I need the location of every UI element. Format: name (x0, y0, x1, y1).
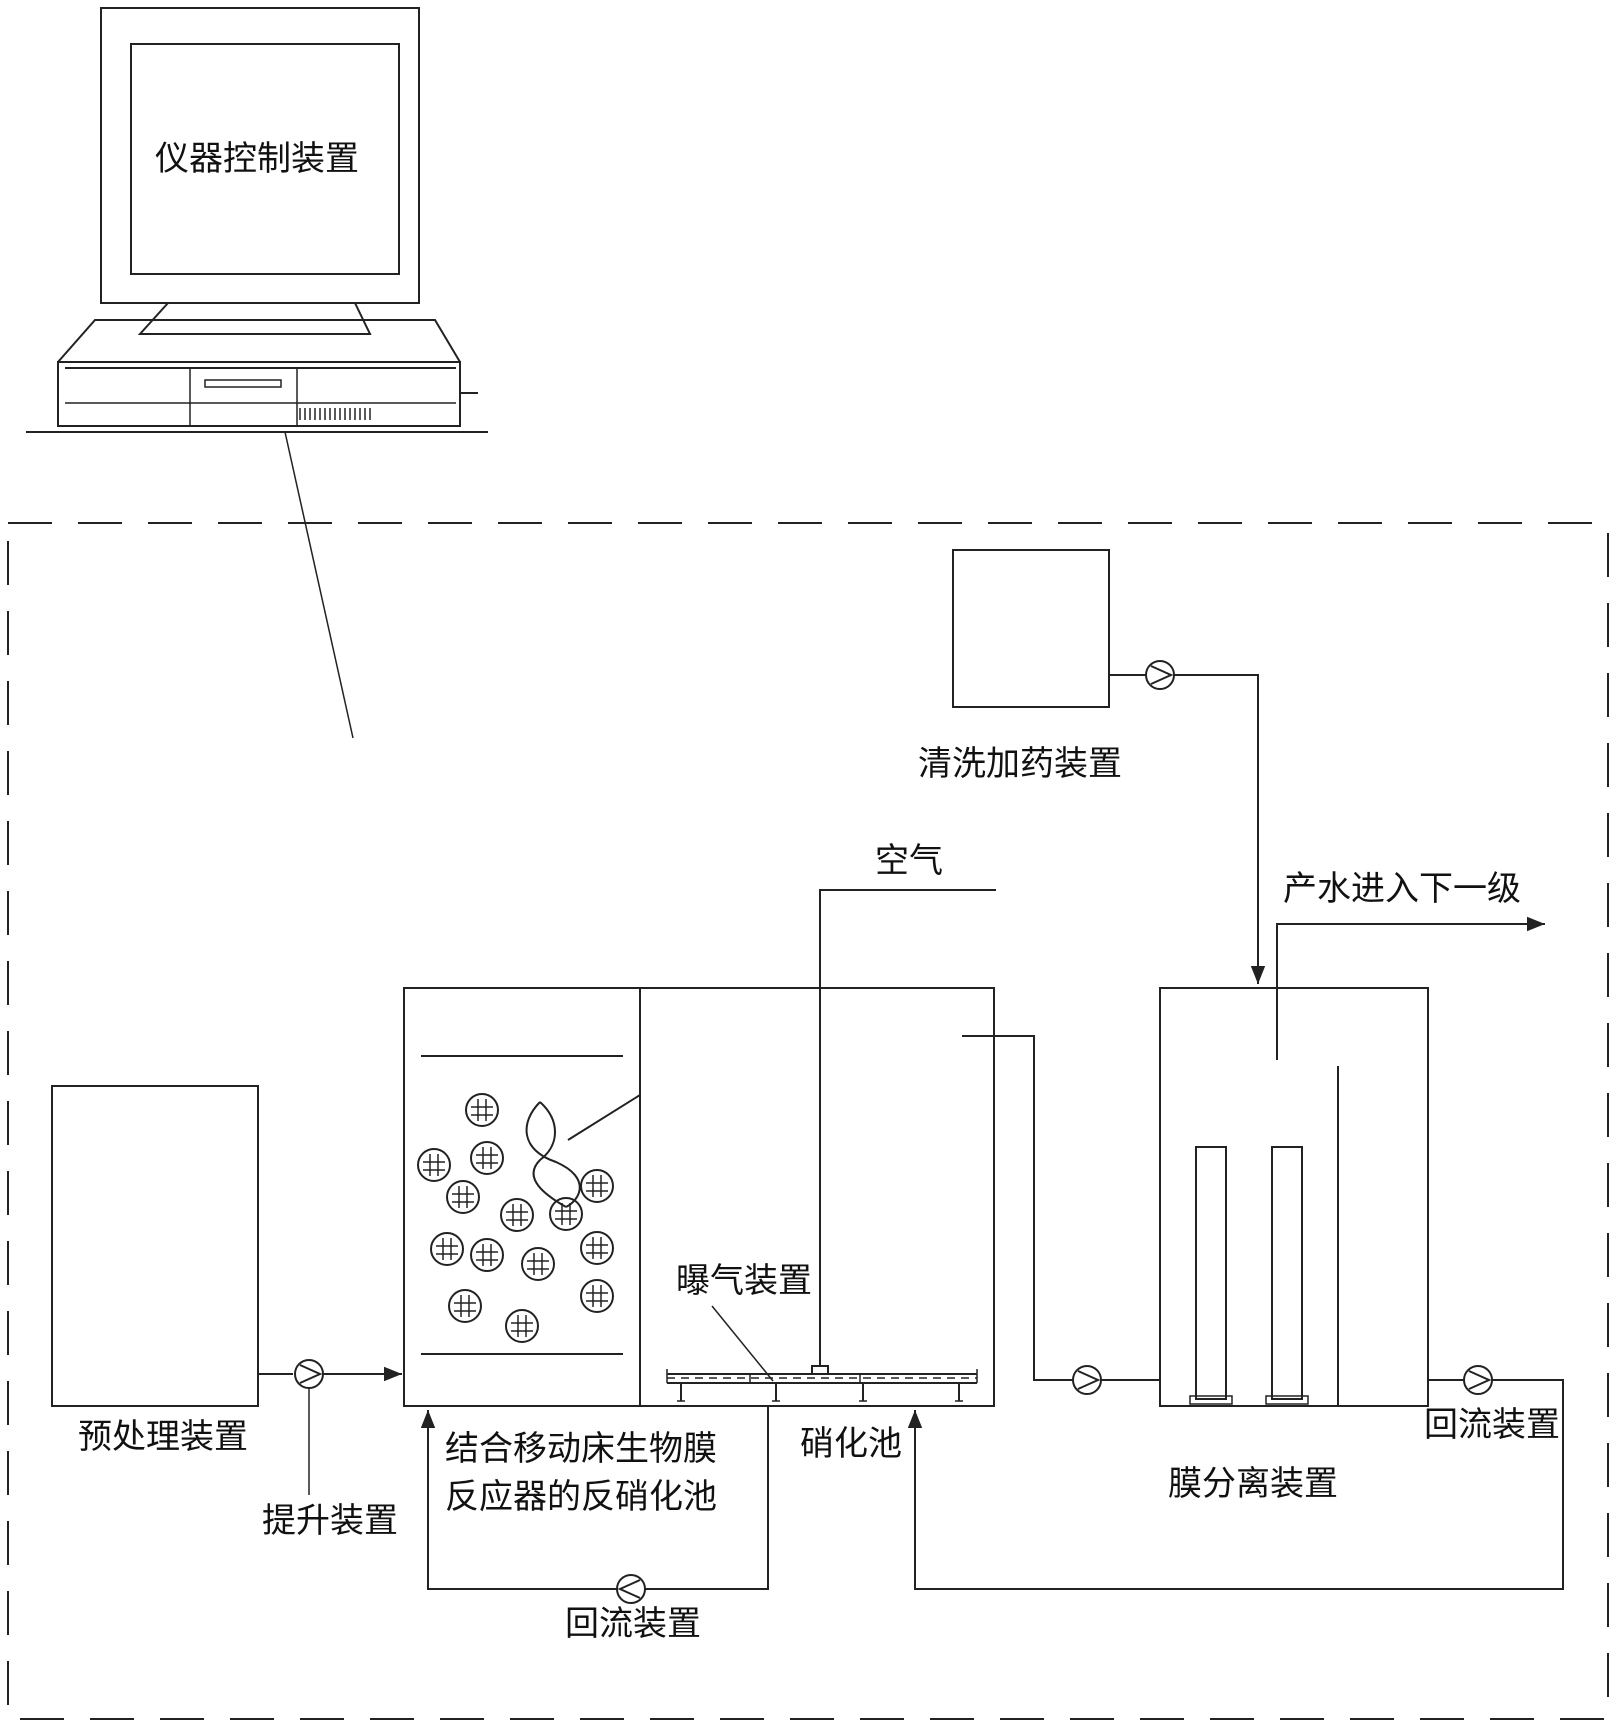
carrier (549, 1197, 583, 1231)
denitrification-label-line2: 反应器的反硝化池 (445, 1477, 717, 1517)
carrier-hash (527, 1253, 549, 1275)
air-pipe (819, 889, 996, 1366)
membrane-return-line (907, 1365, 1564, 1590)
computer-base (26, 319, 488, 433)
reaction-tank (403, 987, 995, 1407)
carrier-hash (476, 1244, 498, 1266)
return-device-label-bottom: 回流装置 (565, 1604, 701, 1644)
denitrification-return-line (420, 1406, 769, 1604)
carrier-hash (476, 1147, 498, 1169)
carrier-hash (511, 1315, 533, 1337)
carrier (465, 1093, 499, 1127)
carrier (521, 1247, 555, 1281)
lift-pump-line (258, 1359, 402, 1495)
pretreatment-label: 预处理装置 (78, 1417, 248, 1457)
carrier-hash (452, 1186, 474, 1208)
mbbr-screens (421, 1055, 623, 1355)
denitrification-label-line1: 结合移动床生物膜 (445, 1429, 717, 1469)
carrier (580, 1279, 614, 1313)
carrier (505, 1309, 539, 1343)
control-cable (284, 431, 354, 739)
pretreatment-tank (51, 1085, 259, 1407)
carrier-hash (586, 1237, 608, 1259)
carrier-hash (436, 1238, 458, 1260)
air-label: 空气 (875, 841, 943, 881)
nitrification-to-membrane-line (962, 1035, 1160, 1395)
carrier-hash (586, 1285, 608, 1307)
carrier (430, 1232, 464, 1266)
carrier-hash (555, 1203, 577, 1225)
membrane-modules (1189, 1066, 1339, 1406)
return-device-label-right: 回流装置 (1424, 1405, 1560, 1445)
carrier-hash (423, 1154, 445, 1176)
aeration-pointer (711, 1305, 774, 1382)
carrier-hash (471, 1099, 493, 1121)
carrier (446, 1180, 480, 1214)
membrane-label: 膜分离装置 (1168, 1464, 1338, 1504)
product-water-label: 产水进入下一级 (1283, 869, 1521, 909)
membrane-tank (1159, 987, 1429, 1407)
carrier (580, 1231, 614, 1265)
computer-monitor (100, 7, 420, 335)
mixer (525, 1094, 641, 1208)
carrier (470, 1238, 504, 1272)
product-water-pipe (1276, 916, 1545, 1060)
carrier (448, 1289, 482, 1323)
mbbr-carriers (417, 1093, 614, 1343)
carrier-hash (506, 1204, 528, 1226)
aeration-device (666, 1365, 978, 1402)
carrier (580, 1169, 614, 1203)
carrier-hash (586, 1175, 608, 1197)
control-device-label: 仪器控制装置 (155, 139, 359, 179)
aeration-label: 曝气装置 (676, 1261, 812, 1301)
lift-device-label: 提升装置 (262, 1501, 398, 1541)
cleaning-dosing-tank (952, 549, 1110, 708)
carrier-hash (454, 1295, 476, 1317)
carrier (500, 1198, 534, 1232)
dosing-line (1109, 660, 1266, 984)
system-boundary (7, 522, 1609, 1720)
cleaning-dosing-label: 清洗加药装置 (918, 744, 1122, 784)
nitrification-label: 硝化池 (800, 1424, 902, 1464)
carrier (470, 1141, 504, 1175)
carrier (417, 1148, 451, 1182)
